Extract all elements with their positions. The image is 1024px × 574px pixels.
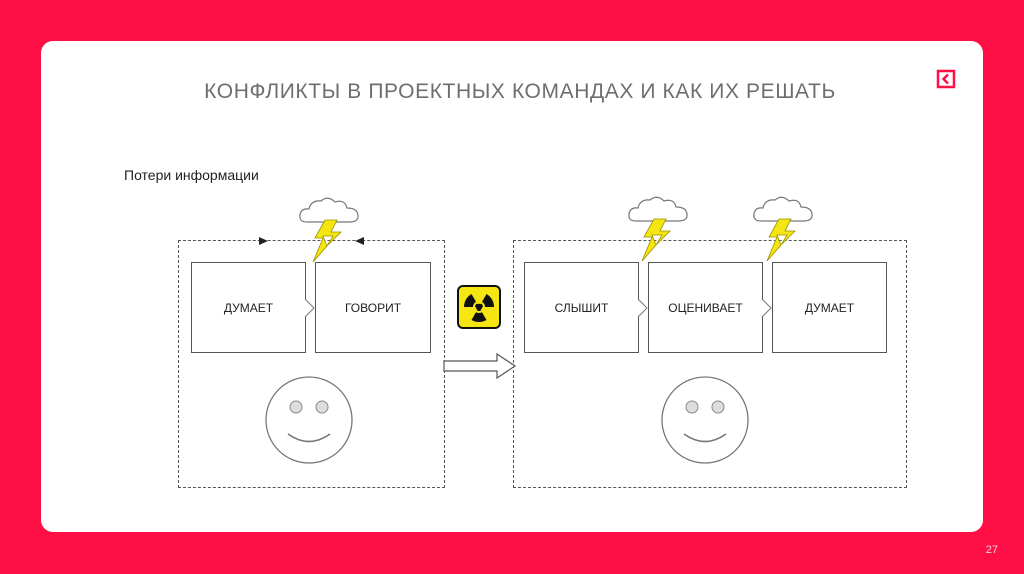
receiver-group (513, 240, 907, 488)
transfer-arrow-icon (443, 352, 517, 380)
sender-speak-box: ГОВОРИТ (315, 262, 431, 353)
storm-cloud-lightning-icon (628, 196, 688, 262)
chevron-right-icon (304, 298, 315, 318)
sender-think-box: ДУМАЕТ (191, 262, 306, 353)
chevron-right-icon (637, 298, 648, 318)
storm-cloud-lightning-icon (753, 196, 813, 262)
radiation-warning-icon (457, 285, 501, 329)
page-number: 27 (985, 544, 998, 556)
receiver-hear-box: СЛЫШИТ (524, 262, 639, 353)
arrowhead-right-icon (259, 237, 268, 245)
storm-cloud-lightning-icon (299, 197, 359, 263)
receiver-think-box: ДУМАЕТ (772, 262, 887, 353)
chevron-right-icon (761, 298, 772, 318)
receiver-evaluate-box: ОЦЕНИВАЕТ (648, 262, 763, 353)
smiley-face-icon (661, 376, 749, 464)
slide-subtitle: Потери информации (124, 167, 259, 183)
smiley-face-icon (265, 376, 353, 464)
arrowhead-left-icon (355, 237, 364, 245)
slide-title: КОНФЛИКТЫ В ПРОЕКТНЫХ КОМАНДАХ И КАК ИХ … (204, 80, 836, 103)
back-arrow-square-icon (936, 69, 956, 89)
